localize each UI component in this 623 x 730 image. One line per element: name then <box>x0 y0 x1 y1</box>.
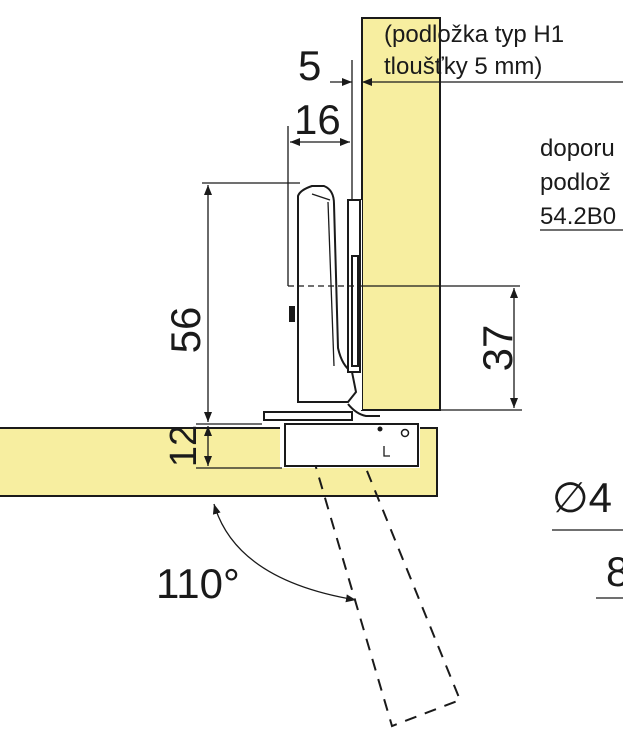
dim-12-label: 12 <box>163 425 205 467</box>
hinge-cup <box>284 423 419 467</box>
dim-56-label: 56 <box>162 307 209 354</box>
angle-label: 110° <box>156 560 240 607</box>
depth-label: 8 <box>606 548 623 595</box>
dim-5-label: 5 <box>298 42 321 89</box>
diameter-label: ∅4 <box>552 474 612 521</box>
hinge-arm-edge <box>311 193 331 201</box>
knuckle <box>347 403 380 417</box>
mounting-plate-rail <box>351 255 359 367</box>
recommend-note-line3: 54.2B0 <box>540 203 616 230</box>
substrate-note-line2: tloušťky 5 mm) <box>384 53 542 80</box>
cup-mark <box>383 446 390 457</box>
dim-37-label: 37 <box>474 325 521 372</box>
substrate-note-line1: (podložka typ H1 <box>384 21 564 48</box>
screw-hole-2 <box>377 426 383 432</box>
recommend-note-line1: doporu <box>540 135 615 162</box>
angle-arc <box>212 503 357 603</box>
hinge-arm-inner <box>327 201 335 367</box>
dim-16-label: 16 <box>294 96 341 143</box>
screw-hole-1 <box>400 428 410 438</box>
adjust-screw <box>289 306 295 322</box>
base-plate <box>263 411 353 421</box>
recommend-note-line2: podlož <box>540 169 611 196</box>
door-panel <box>361 17 441 411</box>
